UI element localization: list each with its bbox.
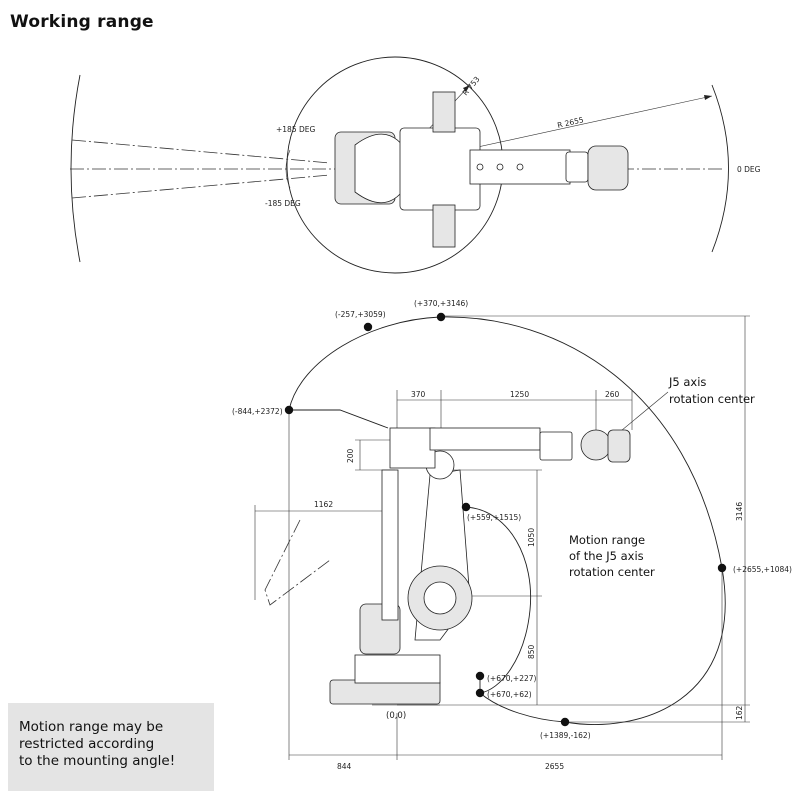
note-line-3: to the mounting angle! — [19, 753, 176, 769]
point-p2-label: (-257,+3059) — [335, 310, 386, 319]
dim-1250: 1250 — [510, 390, 529, 399]
outer-envelope — [288, 316, 726, 725]
point-p5-label: (+2655,+1084) — [733, 565, 792, 574]
point-p8 — [560, 717, 570, 727]
limit-line-pos — [71, 139, 331, 164]
point-p1-label: (+370,+3146) — [414, 299, 468, 308]
robot-base — [329, 679, 441, 705]
j5-label-line1: J5 axis — [668, 375, 706, 389]
dim-260: 260 — [605, 390, 620, 399]
robot-side — [329, 427, 631, 706]
motion-label-line1: Motion range — [569, 533, 645, 547]
motion-label-line3: rotation center — [569, 565, 655, 579]
angle-arc — [285, 149, 291, 189]
outer-arc-right — [711, 84, 729, 253]
top-view: R 753 R 2655 +185 DEG -185 DEG 0 DEG — [70, 56, 761, 274]
dim-370: 370 — [411, 390, 426, 399]
robot-upper-housing — [389, 427, 436, 469]
robot-wrist — [539, 431, 573, 461]
note-line-1: Motion range may be — [19, 719, 164, 735]
point-p5 — [717, 563, 727, 573]
radius-small-label: R 753 — [461, 75, 482, 98]
robot-balancer — [381, 469, 399, 621]
page-title: Working range — [10, 12, 154, 32]
dim-1050: 1050 — [527, 528, 536, 547]
motion-label-line2: of the J5 axis — [569, 549, 644, 563]
radius-large-label: R 2655 — [556, 115, 584, 130]
point-p1 — [436, 312, 446, 322]
j5-label-line2: rotation center — [669, 392, 755, 406]
point-p3-label: (-844,+2372) — [232, 407, 283, 416]
robot-j5-center — [580, 429, 612, 461]
point-p7-label: (+670,+62) — [487, 690, 532, 699]
robot-motor-top-lower — [432, 204, 456, 248]
angle-neg-label: -185 DEG — [265, 199, 301, 208]
dim-844: 844 — [337, 762, 352, 771]
point-p7 — [475, 688, 485, 698]
angle-zero-label: 0 DEG — [737, 165, 761, 174]
dim-3146: 3146 — [735, 502, 744, 521]
point-p4 — [461, 502, 471, 512]
point-p6-label: (+670,+227) — [487, 674, 537, 683]
point-p6 — [475, 671, 485, 681]
alt-forearm-position — [264, 519, 331, 606]
origin-label: (0,0) — [386, 711, 406, 721]
dim-162: 162 — [735, 705, 744, 720]
note-line-2: restricted according — [19, 736, 155, 752]
point-p2 — [363, 322, 373, 332]
angle-pos-label: +185 DEG — [276, 125, 315, 134]
mounting-note: Motion range may be restricted according… — [8, 703, 214, 791]
inner-to-outer — [479, 692, 566, 723]
robot-arm-housing-top — [399, 127, 481, 211]
dim-200: 200 — [346, 448, 355, 463]
envelope-inner-top — [289, 409, 389, 429]
robot-flange-top — [587, 145, 629, 191]
dim-1162: 1162 — [314, 500, 333, 509]
outer-arc-left — [70, 74, 81, 263]
point-p8-label: (+1389,-162) — [540, 731, 591, 740]
inner-envelope — [465, 506, 532, 694]
robot-turntable — [354, 654, 441, 684]
side-view: (+370,+3146) (-257,+3059) (-844,+2372) (… — [232, 299, 792, 771]
robot-flange — [607, 429, 631, 463]
point-p4-label: (+559,+1515) — [467, 513, 521, 522]
robot-wrist-top — [565, 151, 589, 183]
point-p3 — [284, 405, 294, 415]
robot-upper-arm — [429, 427, 541, 451]
robot-motor-top-upper — [432, 91, 456, 133]
dim-2655: 2655 — [545, 762, 564, 771]
dim-850: 850 — [527, 644, 536, 659]
